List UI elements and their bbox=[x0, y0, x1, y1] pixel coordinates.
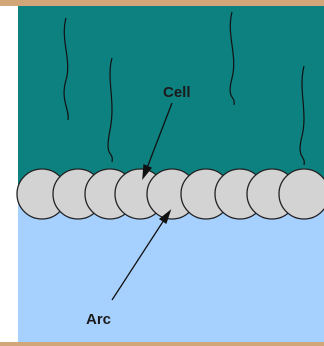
frame-bottom-bar bbox=[0, 342, 324, 346]
frame-left-margin bbox=[0, 6, 18, 342]
arc-label: Arc bbox=[86, 311, 111, 328]
frame-top-bar bbox=[0, 0, 324, 6]
cell bbox=[279, 169, 324, 219]
cell-label: Cell bbox=[163, 84, 191, 101]
